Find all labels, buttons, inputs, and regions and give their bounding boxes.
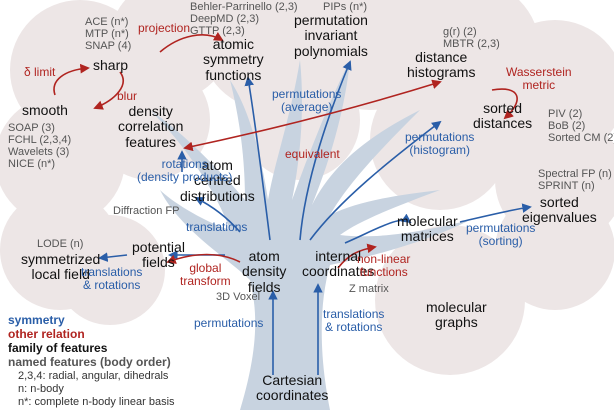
legend-note-complete-basis: n*: complete n-body linear basis <box>18 396 175 408</box>
named-histogram-group: g(r) (2) MBTR (2,3) <box>443 26 500 51</box>
named-asf-group: Behler-Parrinello (2,3) DeepMD (2,3) GTT… <box>190 1 298 38</box>
label-nonlinear: non-linear functions <box>357 252 411 280</box>
label-translations-rotations-left: translations & rotations <box>81 265 143 293</box>
family-density-correlation-features: density correlation features <box>118 103 184 150</box>
family-atom-density-fields: atom density fields <box>242 248 287 295</box>
named-diffraction: Diffraction FP <box>113 205 180 217</box>
family-molecular-graphs: molecular graphs <box>426 299 487 331</box>
named-voxel: 3D Voxel <box>216 291 261 303</box>
family-internal-coordinates: internal coordinates <box>302 248 375 280</box>
label-permutations-average: permutations (average) <box>272 87 342 115</box>
family-atomic-symmetry-functions: atomic symmetry functions <box>203 36 264 83</box>
label-permutations-histogram: permutations (histogram) <box>405 130 475 158</box>
label-translations: translations <box>186 220 248 234</box>
label-equivalent: equivalent <box>285 147 340 161</box>
named-pips: PIPs (n*) <box>323 1 368 13</box>
family-potential-fields: potential fields <box>132 239 185 271</box>
named-smooth-group: SOAP (3) FCHL (2,3,4) Wavelets (3) NICE … <box>8 122 72 171</box>
label-global-transform: global transform <box>180 261 231 289</box>
family-sharp: sharp <box>93 57 129 73</box>
legend-family: family of features <box>8 341 108 355</box>
family-permutation-invariant-polynomials: permutation invariant polynomials <box>294 12 368 59</box>
family-molecular-matrices: molecular matrices <box>397 213 458 245</box>
named-lode: LODE (n) <box>37 238 84 250</box>
named-eigen-group: Spectral FP (n) SPRINT (n) <box>538 168 612 193</box>
tree-trunk <box>150 60 470 410</box>
family-atom-centred-distributions: atom centred distributions <box>180 157 255 204</box>
label-projection: projection <box>138 21 191 35</box>
named-sharp-group: ACE (n*) MTP (n*) SNAP (4) <box>85 16 132 53</box>
family-distance-histograms: distance histograms <box>407 49 476 81</box>
label-translations-rotations-bottom: translations & rotations <box>323 307 385 335</box>
label-permutations-sorting: permutations (sorting) <box>466 221 536 249</box>
legend-other-relation: other relation <box>8 327 85 341</box>
relation-arrows <box>53 31 518 269</box>
label-permutations-bottom: permutations <box>194 316 264 330</box>
named-zmatrix: Z matrix <box>349 283 389 295</box>
legend-note-n-body: n: n-body <box>18 383 64 395</box>
label-delta-limit: δ limit <box>24 65 56 79</box>
label-rotations-density: rotations (density products) <box>137 157 233 185</box>
legend-note-body-order: 2,3,4: radial, angular, dihedrals <box>18 370 169 382</box>
family-cartesian-coordinates: Cartesian coordinates <box>256 372 329 404</box>
label-blur: blur <box>117 89 138 103</box>
family-symmetrized-local-field: symmetrized local field <box>21 251 101 283</box>
legend-symmetry: symmetry <box>8 313 65 327</box>
family-sorted-distances: sorted distances <box>473 100 533 132</box>
family-sorted-eigenvalues: sorted eigenvalues <box>522 194 597 226</box>
family-smooth: smooth <box>22 102 68 118</box>
label-wasserstein: Wasserstein metric <box>506 65 572 93</box>
legend-named: named features (body order) <box>8 355 171 369</box>
named-sorted-dist-group: PIV (2) BoB (2) Sorted CM (2) <box>548 108 614 145</box>
